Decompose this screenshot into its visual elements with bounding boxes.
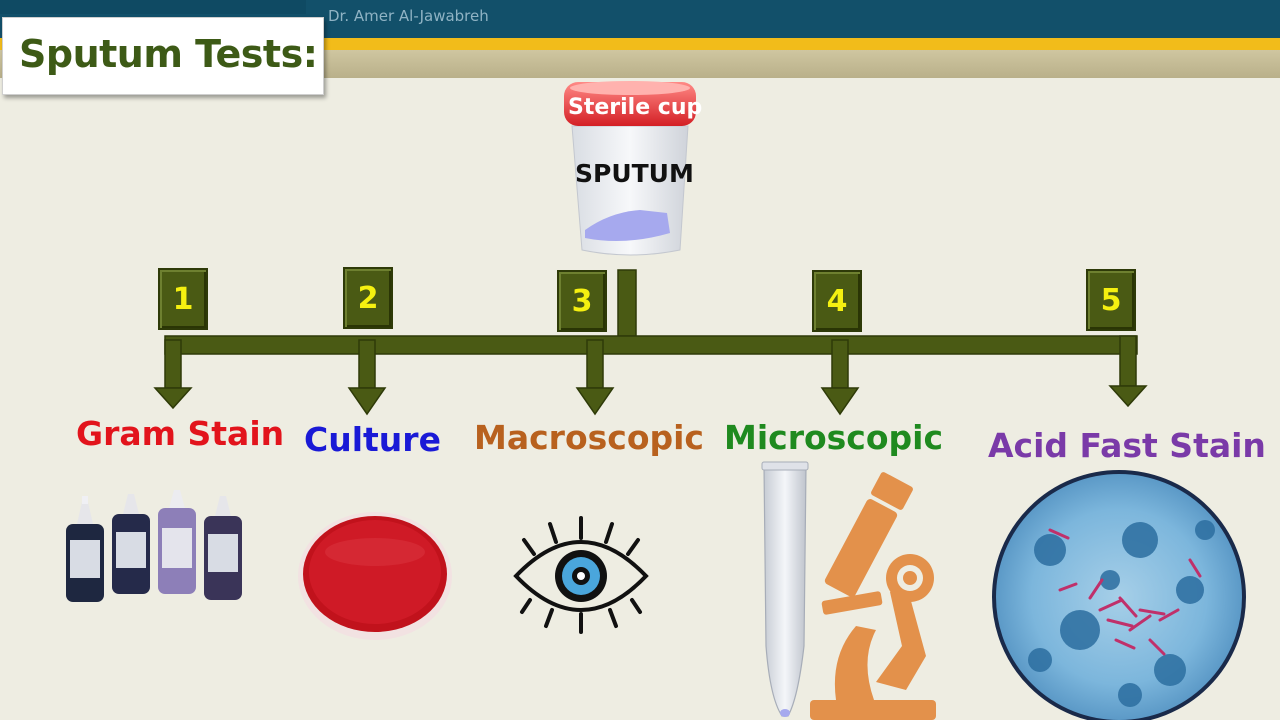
step-1-number: 1 (172, 282, 194, 317)
author-name: Dr. Amer Al-Jawabreh (328, 7, 489, 25)
step-3-number: 3 (571, 284, 593, 319)
test-label-macroscopic: Macroscopic (474, 418, 704, 457)
microscope-icon (761, 461, 936, 720)
step-5-box: 5 (1086, 269, 1136, 331)
step-2-number: 2 (357, 281, 379, 316)
cup-body-label: SPUTUM (575, 159, 694, 188)
test-label-culture: Culture (304, 420, 441, 459)
acid-fast-slide-icon (992, 470, 1246, 720)
test-label-microscopic: Microscopic (724, 418, 944, 457)
sterile-cup-icon (564, 81, 696, 256)
title-box: Sputum Tests: (2, 17, 324, 95)
eye-icon (513, 516, 649, 634)
header-left-pad (0, 0, 306, 14)
test-label-gram-stain: Gram Stain (76, 414, 285, 453)
cup-lid-label: Sterile cup (568, 95, 703, 120)
stain-bottles-icon (66, 490, 242, 602)
step-1-box: 1 (158, 268, 208, 330)
step-4-box: 4 (812, 270, 862, 332)
step-2-box: 2 (343, 267, 393, 329)
test-label-acid-fast-stain: Acid Fast Stain (988, 426, 1266, 465)
page-title: Sputum Tests: (19, 32, 318, 76)
connector-bracket (153, 269, 1148, 416)
step-3-box: 3 (557, 270, 607, 332)
step-4-number: 4 (826, 284, 848, 319)
petri-dish-icon (298, 512, 452, 640)
step-5-number: 5 (1100, 283, 1122, 318)
